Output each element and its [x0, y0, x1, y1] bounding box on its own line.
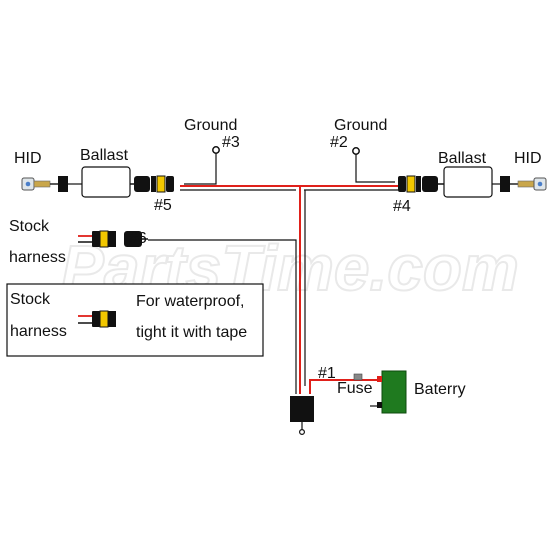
- ground3-terminal-icon: [212, 146, 220, 154]
- ground3-wire: [184, 153, 217, 185]
- stock-signal-wire: [148, 239, 297, 394]
- label-connector-6: #6: [129, 230, 147, 247]
- hid-bulb-right-icon: [500, 176, 547, 192]
- battery: [377, 370, 407, 414]
- ballast-right: [443, 166, 493, 198]
- label-ground2-id: #2: [330, 134, 348, 151]
- labels: HID Ballast Ground #3 Ground #2 Ballast …: [9, 117, 542, 398]
- legend-note-line1: For waterproof,: [136, 293, 244, 310]
- label-battery: Baterry: [414, 381, 466, 398]
- ground2-wire: [355, 154, 395, 183]
- stock-harness-connector: [78, 230, 148, 248]
- ground2-terminal-icon: [352, 147, 360, 155]
- legend-connector-icon: [78, 310, 116, 328]
- label-connector-5: #5: [154, 197, 172, 214]
- label-connector-4: #4: [393, 198, 411, 215]
- legend-stock-line2: harness: [10, 323, 67, 340]
- fuse-icon: [353, 373, 363, 381]
- label-ground3-id: #3: [222, 134, 240, 151]
- hid-bulb-left-icon: [21, 176, 68, 192]
- label-relay-id: #1: [318, 365, 336, 382]
- label-stock-line1: Stock: [9, 218, 50, 235]
- legend-stock-line1: Stock: [10, 291, 51, 308]
- label-ballast-right: Ballast: [438, 150, 487, 167]
- ballast-left: [81, 166, 131, 198]
- label-hid-right: HID: [514, 150, 542, 167]
- relay: [290, 396, 314, 436]
- label-hid-left: HID: [14, 150, 42, 167]
- label-fuse: Fuse: [337, 380, 373, 397]
- legend-note-line2: tight it with tape: [136, 324, 247, 341]
- connector-5: [130, 175, 174, 193]
- label-ballast-left: Ballast: [80, 147, 129, 164]
- legend-box: [6, 283, 264, 357]
- connector-4: [398, 175, 444, 193]
- label-stock-line2: harness: [9, 249, 66, 266]
- label-ground3-word: Ground: [184, 117, 237, 134]
- label-ground2-word: Ground: [334, 117, 387, 134]
